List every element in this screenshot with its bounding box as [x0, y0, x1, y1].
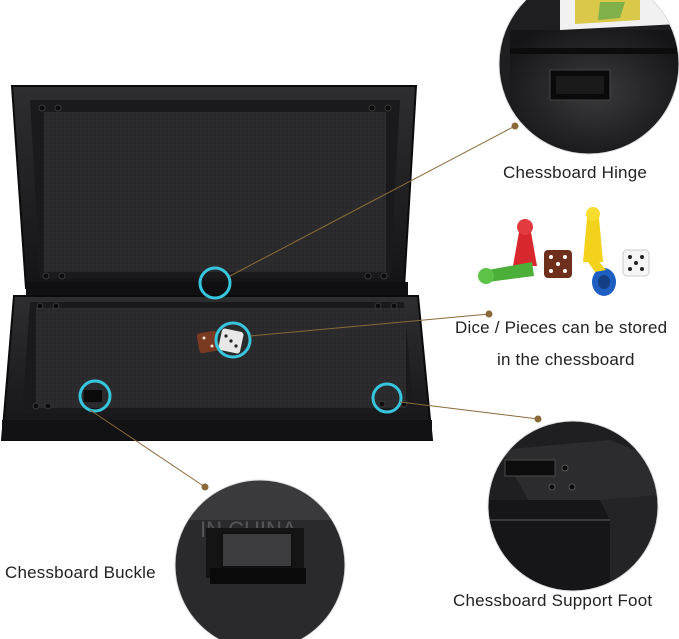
- storage-caption-line1: Dice / Pieces can be stored: [455, 318, 668, 337]
- leader-lines: [89, 122, 542, 491]
- chessboard: [0, 85, 434, 441]
- zoom-hinge: [499, 0, 679, 154]
- screws: [32, 104, 408, 410]
- buckle-caption: Chessboard Buckle: [5, 563, 156, 582]
- zoom-support-foot: [488, 421, 658, 591]
- dice-ring: [214, 321, 252, 359]
- tray-front-edge: [2, 420, 432, 440]
- foot-ring: [371, 382, 403, 414]
- tray-buckle: [84, 390, 102, 402]
- hinge-strip: [26, 282, 408, 296]
- storage-caption-line2: in the chessboard: [497, 350, 635, 369]
- hinge-ring: [198, 266, 232, 300]
- dice-in-tray: [196, 328, 244, 354]
- support-foot-caption: Chessboard Support Foot: [453, 591, 653, 610]
- hinge-caption: Chessboard Hinge: [503, 163, 648, 182]
- buckle-ring: [78, 379, 112, 413]
- game-pieces: [478, 207, 650, 296]
- lid-felt: [44, 112, 386, 272]
- highlight-rings: [78, 266, 403, 414]
